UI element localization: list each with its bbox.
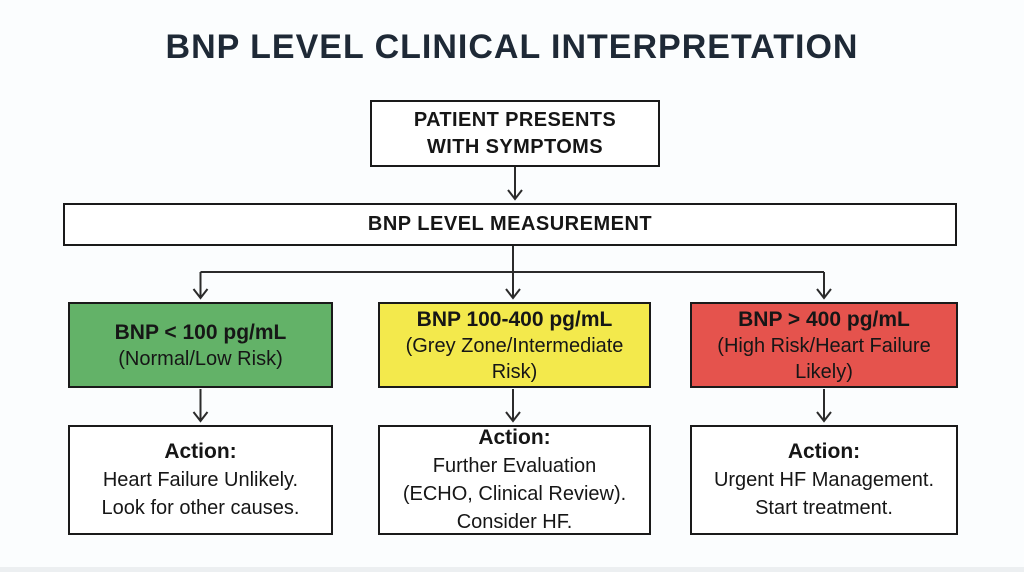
branch-node-high-risk: BNP > 400 pg/mL (High Risk/Heart Failure…: [690, 302, 958, 388]
branch-range-label: BNP 100-400 pg/mL: [416, 307, 613, 331]
action-node-grey-zone: Action: Further Evaluation(ECHO, Clinica…: [378, 425, 651, 535]
measurement-node: BNP LEVEL MEASUREMENT: [63, 203, 957, 246]
action-label: Action:: [164, 440, 237, 463]
start-node: PATIENT PRESENTS WITH SYMPTOMS: [370, 100, 660, 167]
action-node-high-risk: Action: Urgent HF Management.Start treat…: [690, 425, 958, 535]
start-node-label: PATIENT PRESENTS WITH SYMPTOMS: [413, 108, 617, 158]
action-text: Further Evaluation(ECHO, Clinical Review…: [402, 455, 627, 533]
branch-node-grey-zone: BNP 100-400 pg/mL (Grey Zone/Intermediat…: [378, 302, 651, 388]
branch-node-low-risk: BNP < 100 pg/mL (Normal/Low Risk): [68, 302, 333, 388]
branch-range-label: BNP < 100 pg/mL: [114, 320, 287, 344]
action-text: Urgent HF Management.Start treatment.: [713, 469, 935, 519]
branch-risk-label: (Normal/Low Risk): [118, 347, 283, 370]
branch-range-label: BNP > 400 pg/mL: [738, 307, 910, 331]
measurement-node-label: BNP LEVEL MEASUREMENT: [367, 213, 653, 235]
action-label: Action:: [478, 426, 551, 449]
action-node-low-risk: Action: Heart Failure Unlikely.Look for …: [68, 425, 333, 535]
action-text: Heart Failure Unlikely.Look for other ca…: [101, 469, 300, 519]
branch-risk-label: (Grey Zone/Intermediate Risk): [405, 334, 624, 383]
action-label: Action:: [787, 440, 861, 463]
bottom-edge-strip: [0, 567, 1024, 572]
branch-risk-label: (High Risk/Heart Failure Likely): [717, 334, 931, 383]
page-title: BNP LEVEL CLINICAL INTERPRETATION: [165, 28, 859, 66]
